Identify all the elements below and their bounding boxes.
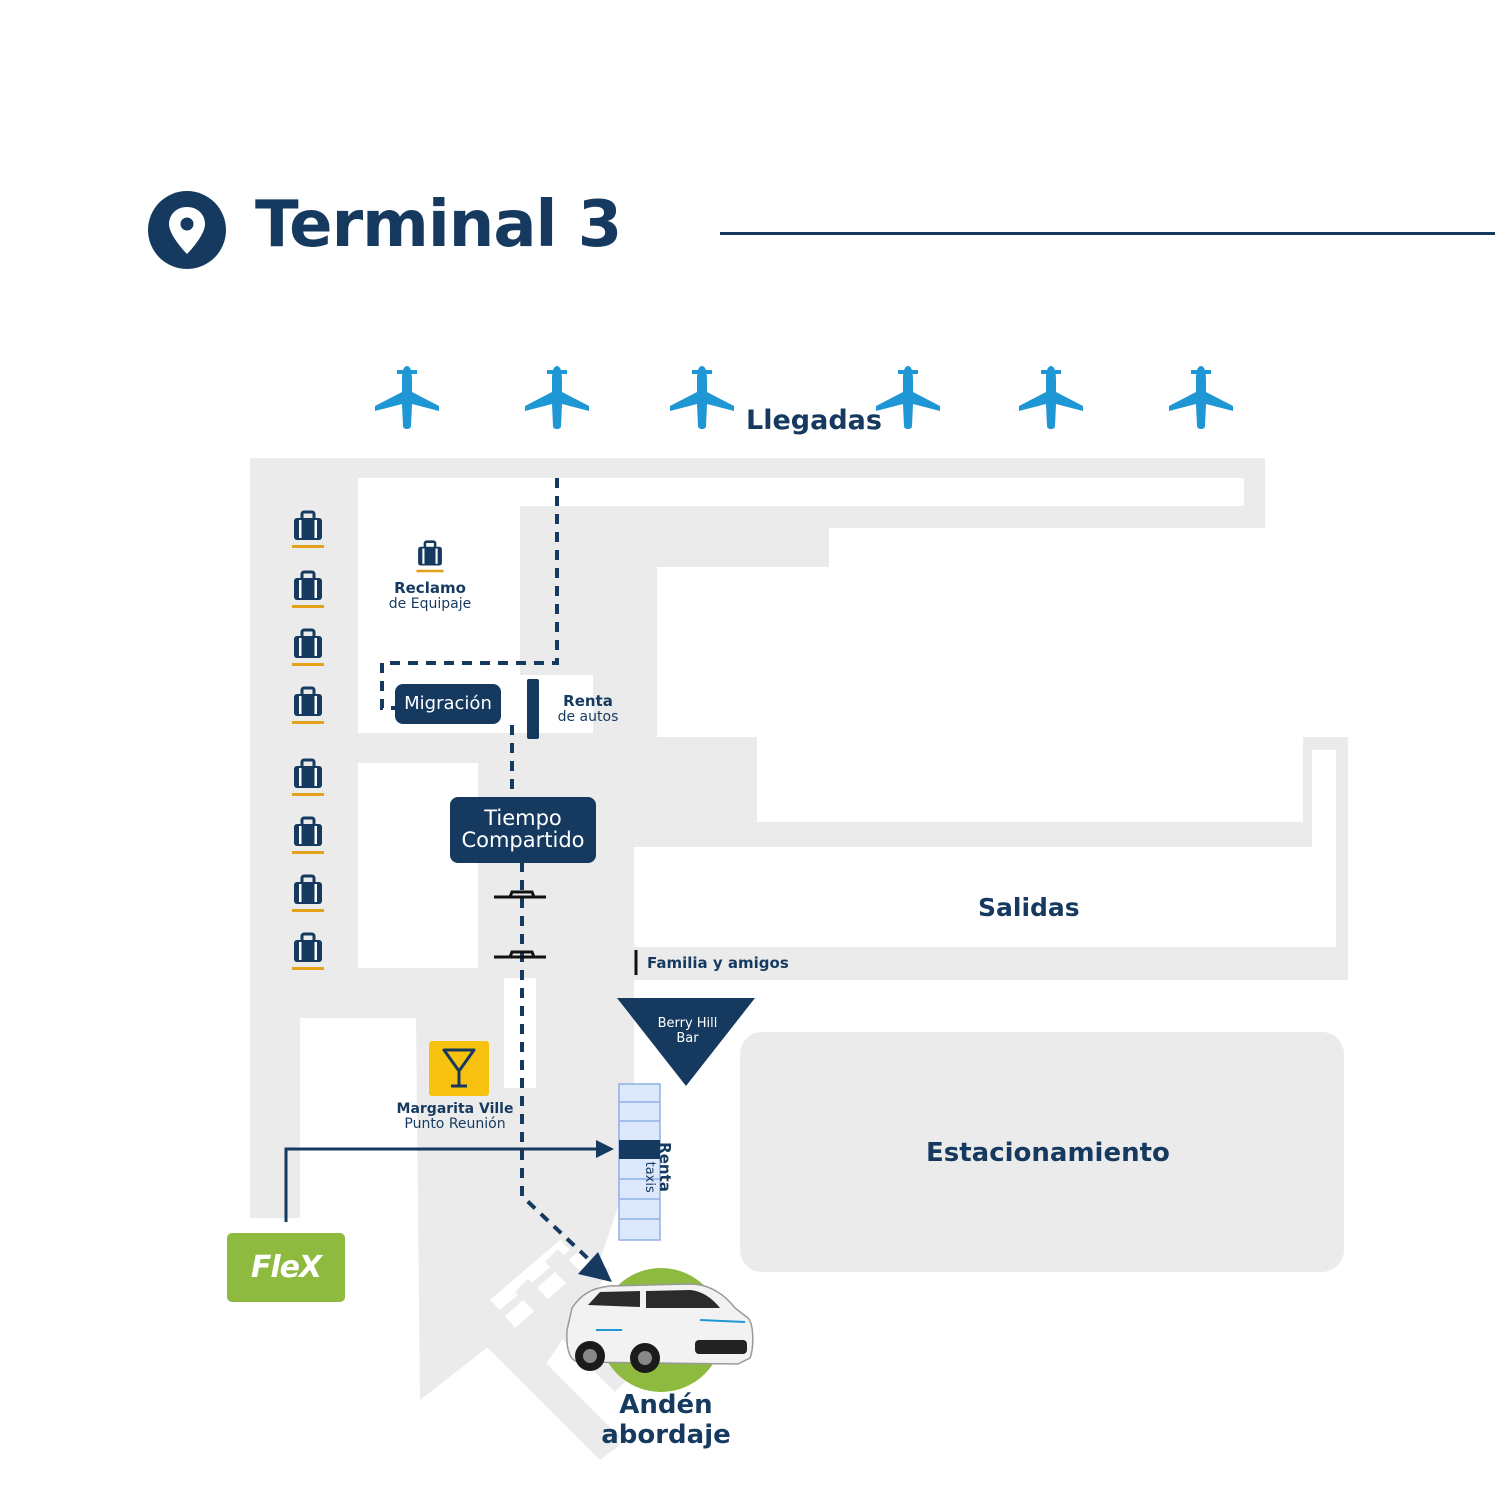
timeshare-line1: Tiempo xyxy=(484,806,562,830)
airplane-icon xyxy=(876,366,940,429)
berry-hill-line2: Bar xyxy=(676,1031,699,1046)
family-friends-label: Familia y amigos xyxy=(647,954,789,972)
airplane-icon xyxy=(1169,366,1233,429)
car-icon xyxy=(566,1268,754,1392)
baggage-claim-title: Reclamo xyxy=(394,579,466,597)
boarding-line1: Andén xyxy=(619,1390,713,1420)
floor-cutouts xyxy=(300,478,1336,1328)
car-rental-title: Renta xyxy=(563,692,613,710)
door-marker xyxy=(494,890,638,975)
migration-badge: Migración xyxy=(395,684,501,724)
baggage-claim-subtitle: de Equipaje xyxy=(388,596,472,612)
berry-hill-bar-label: Berry Hill Bar xyxy=(640,1016,735,1046)
boarding-platform-label: Andén abordaje xyxy=(596,1390,736,1450)
baggage-claim-label: Reclamo de Equipaje xyxy=(375,580,485,612)
flex-route-line xyxy=(284,1140,614,1222)
taxi-stand xyxy=(618,1083,661,1241)
airplane-icon xyxy=(670,366,734,429)
flex-logo: FleX xyxy=(227,1233,345,1302)
airplane-icon xyxy=(525,366,589,429)
airplane-icon xyxy=(1019,366,1083,429)
boarding-line2: abordaje xyxy=(601,1420,731,1450)
car-rental-subtitle: de autos xyxy=(557,709,619,725)
car-rental-counter xyxy=(527,679,539,739)
cocktail-glass-icon xyxy=(429,1041,489,1096)
car-rental-label: Renta de autos xyxy=(552,693,624,725)
taxi-rental-label: Renta de taxis xyxy=(632,1130,674,1204)
page-title: Terminal 3 xyxy=(255,188,622,262)
timeshare-badge: Tiempo Compartido xyxy=(450,797,596,863)
arrivals-label: Llegadas xyxy=(746,405,882,436)
walking-path xyxy=(380,478,602,1272)
timeshare-line2: Compartido xyxy=(461,828,585,852)
departures-label: Salidas xyxy=(978,893,1080,922)
margaritaville-subtitle: Punto Reunión xyxy=(404,1116,506,1132)
berry-hill-bar-marker xyxy=(617,998,755,1086)
roof-notches xyxy=(829,528,1248,567)
berry-hill-line1: Berry Hill xyxy=(657,1016,718,1031)
parking-label: Estacionamiento xyxy=(926,1138,1170,1168)
margaritaville-label: Margarita Ville Punto Reunión xyxy=(385,1102,525,1132)
path-arrowhead xyxy=(578,1252,612,1282)
location-pin-icon xyxy=(148,191,226,269)
margaritaville-title: Margarita Ville xyxy=(396,1101,514,1117)
taxi-rental-title: Renta xyxy=(656,1142,674,1192)
taxi-rental-subtitle: de taxis xyxy=(642,1141,657,1193)
airplane-icon xyxy=(375,366,439,429)
header-divider xyxy=(720,232,1495,235)
